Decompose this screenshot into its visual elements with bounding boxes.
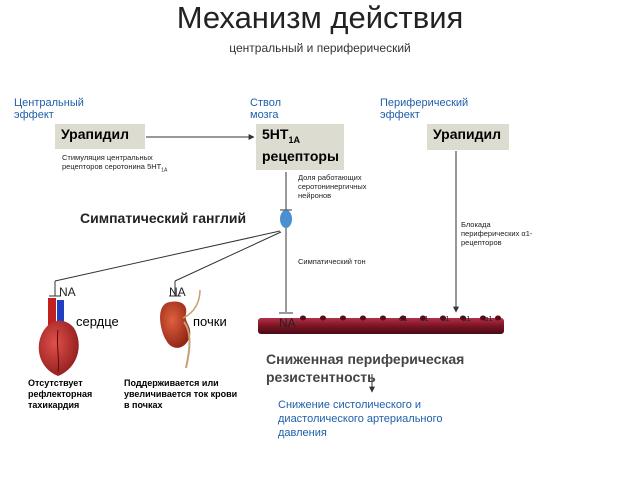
page-subtitle: центральный и периферический bbox=[229, 41, 411, 55]
na-vessel-label: NA bbox=[279, 316, 296, 330]
na-heart-label: NA bbox=[59, 285, 76, 299]
receptor-label: 5HT bbox=[262, 126, 289, 142]
5ht1a-receptors-box: 5HT1A рецепторы bbox=[256, 124, 344, 170]
page-title: Механизм действия bbox=[176, 0, 464, 35]
sympathetic-tone-note: Симпатический тон bbox=[298, 257, 366, 266]
blockade-note: Блокада периферических α1-рецепторов bbox=[461, 220, 533, 247]
brainstem-heading: Ствол мозга bbox=[250, 97, 281, 121]
central-effect-heading: Центральный эффект bbox=[14, 97, 84, 121]
urapidil-peripheral-box: Урапидил bbox=[427, 124, 509, 150]
alpha-receptor-label: α1 bbox=[462, 314, 471, 323]
heart-label: сердце bbox=[76, 314, 119, 329]
ganglion-to-kidney-line bbox=[174, 231, 282, 282]
heart-icon bbox=[38, 298, 79, 376]
peripheral-effect-heading: Периферический эффект bbox=[380, 97, 469, 121]
alpha-receptor-label: α1 bbox=[420, 314, 429, 323]
kidney-outcome: Поддерживается или увеличивается ток кро… bbox=[124, 378, 238, 410]
kidney-icon bbox=[160, 289, 201, 369]
stimulation-text: Стимуляция центральных рецепторов серото… bbox=[62, 153, 162, 171]
sympathetic-ganglion-label: Симпатический ганглий bbox=[80, 210, 247, 226]
alpha-receptor-label: α1 bbox=[441, 314, 450, 323]
pressure-outcome: Снижение систолического и диастолическог… bbox=[278, 399, 443, 439]
alpha-receptor-label: α1 bbox=[399, 314, 408, 323]
neurons-note: Доля работающих серотонинергичных нейрон… bbox=[298, 173, 367, 200]
receptor-subscript: 1A bbox=[288, 134, 300, 145]
heart-outcome: Отсутствует рефлекторная тахикардия bbox=[28, 378, 93, 410]
neuron-icon bbox=[280, 210, 292, 228]
stimulation-note: Стимуляция центральных рецепторов серото… bbox=[62, 153, 182, 176]
ganglion-to-heart-line bbox=[54, 230, 281, 282]
stimulation-subscript: 1A bbox=[161, 167, 168, 174]
kidney-label: почки bbox=[193, 314, 227, 329]
vessel-receptors bbox=[300, 315, 501, 321]
na-kidney-label: NA bbox=[169, 285, 186, 299]
reduced-resistance-label: Сниженная периферическая резистентность bbox=[266, 351, 465, 385]
urapidil-central-box: Урапидил bbox=[55, 124, 145, 149]
receptor-label-rest: рецепторы bbox=[262, 147, 339, 164]
alpha-receptor-label: α1 bbox=[484, 314, 493, 323]
blood-vessel bbox=[258, 318, 504, 334]
